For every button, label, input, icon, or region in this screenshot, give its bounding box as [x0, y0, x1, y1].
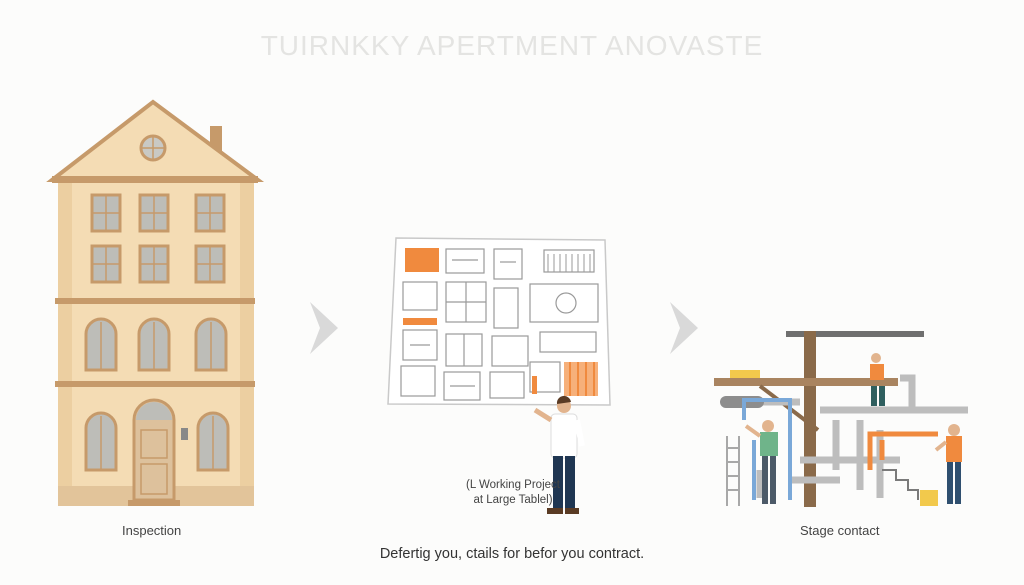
page-title: TUIRNKKY APERTMENT ANOVASTE [260, 30, 764, 61]
floor-plan-blueprint-illustration [387, 237, 611, 406]
apartment-building-illustration [46, 99, 265, 506]
step-label-working-project: (L Working Project at Large Tablel) [438, 478, 588, 508]
arrow-right-icon [670, 302, 698, 354]
architect-person-illustration [533, 395, 585, 514]
step-label-stage-contact: Stage contact [800, 523, 880, 538]
construction-stage-illustration [714, 331, 968, 507]
working-project-line2: at Large Tablel) [473, 494, 553, 506]
footer-note: Defertig you, ctails for befor you contr… [379, 546, 645, 562]
arrow-right-icon [310, 302, 338, 354]
working-project-line1: (L Working Project [466, 479, 560, 491]
step-label-inspection: Inspection [122, 523, 182, 538]
